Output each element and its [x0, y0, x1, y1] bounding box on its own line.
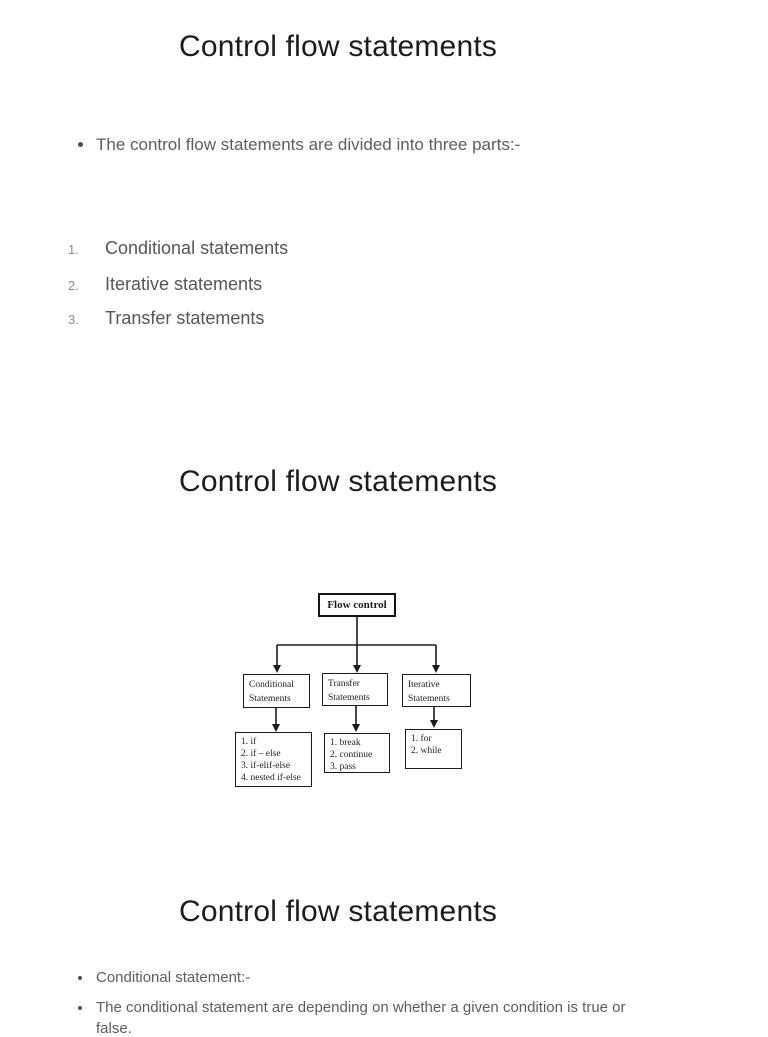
- bullet-icon: [78, 976, 82, 980]
- slide3-title: Control flow statements: [179, 895, 498, 928]
- slide3-bullet-text: The conditional statement are depending …: [96, 999, 626, 1016]
- flow-control-diagram: Flow control Conditional Statements Tran…: [233, 591, 473, 796]
- list-item: 3. Transfer statements: [0, 308, 768, 330]
- list-item-label: Transfer statements: [105, 308, 265, 328]
- diagram-root-box: Flow control: [318, 593, 396, 617]
- leaf-item: 1. for: [411, 734, 432, 744]
- bullet-icon: [78, 1006, 82, 1010]
- list-item-label: Conditional statements: [105, 238, 289, 258]
- slide1-title: Control flow statements: [179, 30, 498, 63]
- box-label-line: Statements: [328, 693, 370, 703]
- leaf-item: 2. while: [411, 746, 442, 756]
- leaf-item: 2. continue: [330, 750, 373, 760]
- diagram-iterative-list-box: 1. for 2. while: [405, 729, 462, 769]
- list-item: 2. Iterative statements: [0, 274, 768, 296]
- leaf-item: 1. break: [330, 738, 361, 748]
- list-item-number: 3.: [68, 312, 79, 327]
- box-label-line: Statements: [249, 694, 291, 704]
- list-item: 1. Conditional statements: [0, 238, 768, 260]
- bullet-icon: [78, 142, 83, 147]
- diagram-conditional-box: Conditional Statements: [243, 674, 310, 708]
- list-item-number: 2.: [68, 278, 79, 293]
- diagram-transfer-list-box: 1. break 2. continue 3. pass: [324, 733, 390, 773]
- box-label-line: Transfer: [328, 679, 360, 689]
- slide1-bullet-text: The control flow statements are divided …: [96, 135, 521, 154]
- slide3-bullet-text: Conditional statement:-: [96, 969, 251, 986]
- leaf-item: 4. nested if-else: [241, 773, 301, 783]
- leaf-item: 1. if: [241, 737, 257, 747]
- diagram-connectors: [272, 617, 440, 732]
- box-label-line: Conditional: [249, 680, 294, 690]
- leaf-item: 2. if – else: [241, 749, 281, 759]
- box-label-line: Iterative: [408, 680, 440, 690]
- leaf-item: 3. if-elif-else: [241, 761, 291, 771]
- slide3-bullet-text-continuation: false.: [96, 1020, 132, 1037]
- diagram-transfer-box: Transfer Statements: [322, 673, 388, 706]
- diagram-iterative-box: Iterative Statements: [402, 674, 471, 707]
- slide2-title: Control flow statements: [179, 465, 498, 498]
- diagram-if-list-box: 1. if 2. if – else 3. if-elif-else 4. ne…: [235, 732, 312, 787]
- list-item-label: Iterative statements: [105, 274, 263, 294]
- arrowhead-icon: [272, 665, 440, 732]
- list-item-number: 1.: [68, 242, 79, 257]
- box-label-line: Statements: [408, 694, 450, 704]
- leaf-item: 3. pass: [330, 762, 356, 772]
